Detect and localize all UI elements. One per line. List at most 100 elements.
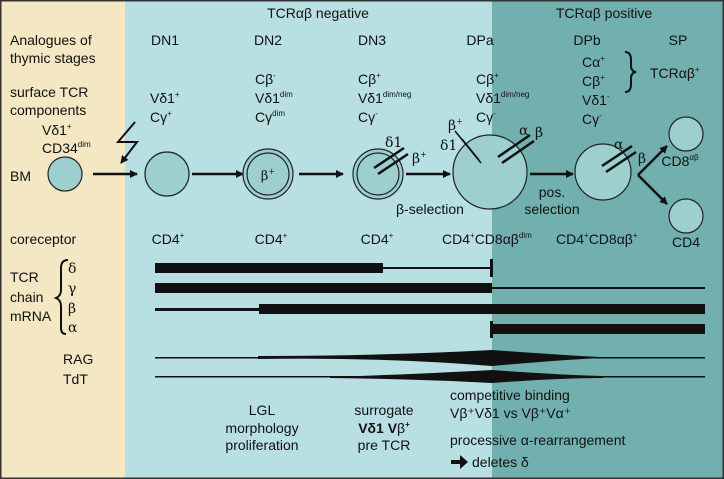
stage-dn3: DN3: [358, 32, 386, 48]
receptor-chain: [501, 139, 535, 165]
pos-selection-label: pos.: [539, 184, 565, 200]
delta-bar-stop: [490, 259, 493, 277]
cd8-label: CD8αβ: [661, 153, 699, 169]
tcr-negative-region: [125, 0, 492, 479]
svg-text:Vδ1 Vβ+: Vδ1 Vβ+: [358, 420, 410, 436]
dn3-delta-label: δ1: [385, 135, 402, 151]
coreceptor-dn3: CD4+: [361, 231, 394, 247]
header-positive: TCRαβ positive: [556, 5, 652, 21]
svg-text:surrogate: surrogate: [354, 402, 413, 418]
svg-text:Cγ-: Cγ-: [358, 109, 378, 125]
pos-selection-label-2: selection: [524, 201, 579, 217]
dpa-delta-label: δ1: [440, 138, 457, 154]
lightning-arrow-icon: [115, 121, 140, 164]
surface-dn3: Cβ+ Vδ1dim/neg Cγ-: [358, 71, 411, 125]
note-surrogate: surrogate Vδ1 Vβ+ pre TCR: [354, 402, 413, 453]
note-processive: processive α-rearrangement deletes δ: [450, 432, 626, 470]
stage-sp: SP: [669, 32, 688, 48]
svg-text:LGL: LGL: [249, 402, 276, 418]
rag-label: RAG: [63, 351, 93, 367]
dn3-cell-inner: [356, 152, 400, 196]
arrow-dpb-cd4: [637, 174, 668, 205]
row-label-stages-2: thymic stages: [10, 50, 96, 66]
cd4-cell: [668, 198, 704, 234]
gamma-bar-low: [492, 287, 705, 289]
dpb-alpha-label: α: [614, 137, 624, 153]
alpha-bar-high: [492, 324, 705, 334]
mrna-label: TCR: [10, 269, 39, 285]
surface-dn2: Cβ- Vδ1dim Cγdim: [255, 71, 293, 125]
chain-beta: β: [68, 301, 76, 317]
tdt-label: TdT: [63, 371, 88, 387]
tdt-expression: [330, 370, 603, 383]
svg-text:Vβ⁺Vδ1 vs Vβ⁺Vα⁺: Vβ⁺Vδ1 vs Vβ⁺Vα⁺: [450, 405, 571, 421]
surface-dpa: Cβ+ Vδ1dim/neg Cγ-: [476, 71, 529, 125]
gamma-bar-high: [155, 283, 492, 293]
arrow-dpb-cd8: [637, 145, 668, 176]
beta-bar-high: [259, 304, 705, 314]
header-negative: TCRαβ negative: [267, 5, 369, 21]
surface-dn1: Vδ1+ Cγ+: [150, 90, 180, 125]
svg-text:Cβ+: Cβ+: [358, 71, 381, 87]
stage-dn1: DN1: [151, 32, 179, 48]
stage-dn2: DN2: [254, 32, 282, 48]
coreceptor-dpa: CD4+CD8αβdim: [442, 231, 532, 247]
receptor-chain: [373, 146, 405, 170]
svg-text:Cγ+: Cγ+: [150, 109, 172, 125]
bm-marker: Vδ1+: [42, 122, 72, 138]
receptor-chain: [601, 144, 633, 168]
dn2-cell: [242, 148, 294, 200]
beta-bar-low: [155, 308, 259, 311]
dn3-beta-label: β+: [412, 150, 427, 167]
chain-alpha: α: [68, 320, 78, 336]
alpha-bar-start: [490, 321, 493, 338]
beta-selection-label: β-selection: [396, 201, 464, 217]
receptor-chain: [461, 138, 480, 161]
svg-text:Cβ+: Cβ+: [582, 73, 605, 89]
svg-text:pre TCR: pre TCR: [358, 437, 411, 453]
cd4-label: CD4: [672, 234, 700, 250]
brace-icon: [624, 51, 637, 93]
svg-text:Cβ-: Cβ-: [255, 71, 276, 87]
svg-text:Vδ1dim/neg: Vδ1dim/neg: [476, 90, 529, 106]
dn1-cell: [144, 151, 190, 197]
delta-bar-low: [383, 267, 492, 269]
svg-text:Cγ-: Cγ-: [476, 109, 496, 125]
surface-dpb: Cα+ Cβ+ Vδ1- Cγ-: [582, 54, 610, 127]
svg-text:Cγ-: Cγ-: [582, 111, 602, 127]
row-label-bm: BM: [10, 168, 31, 184]
svg-text:Vδ1+: Vδ1+: [150, 90, 180, 106]
svg-text:proliferation: proliferation: [225, 437, 298, 453]
delta-bar-high: [155, 263, 383, 273]
receptor-chain: [377, 152, 409, 176]
dpa-beta-label: β+: [448, 117, 463, 134]
svg-text:morphology: morphology: [225, 420, 298, 436]
dn2-cell-inner: [246, 152, 290, 196]
coreceptor-dpb: CD4+CD8αβ+: [556, 231, 638, 247]
stage-dpb: DPb: [573, 32, 600, 48]
dpb-cell: [574, 143, 632, 201]
stage-dpa: DPa: [466, 32, 493, 48]
note-competitive: competitive binding Vβ⁺Vδ1 vs Vβ⁺Vα⁺: [450, 387, 571, 421]
row-label-coreceptor: coreceptor: [10, 231, 76, 247]
chain-gamma: γ: [68, 281, 76, 297]
chain-delta: δ: [68, 261, 76, 277]
bm-marker: CD34dim: [42, 140, 91, 156]
mrna-brace-icon: [53, 259, 69, 335]
svg-text:processive α-rearrangement: processive α-rearrangement: [450, 432, 626, 448]
rag-expression: [258, 350, 600, 366]
dpa-alpha-label: α: [519, 123, 529, 139]
mrna-label-3: mRNA: [10, 308, 52, 324]
svg-text:deletes δ: deletes δ: [472, 454, 529, 470]
row-label-surface-2: components: [10, 102, 86, 118]
svg-text:Cα+: Cα+: [582, 54, 605, 70]
svg-text:Vδ1dim/neg: Vδ1dim/neg: [358, 90, 411, 106]
svg-text:Cγdim: Cγdim: [255, 109, 285, 125]
tcr-positive-region: [492, 0, 724, 479]
mrna-bars: [155, 259, 705, 338]
note-lgl: LGL morphology proliferation: [225, 402, 298, 453]
arrow-right-icon: [451, 455, 468, 469]
coreceptor-dn2: CD4+: [255, 231, 288, 247]
svg-text:Vδ1-: Vδ1-: [582, 92, 610, 108]
